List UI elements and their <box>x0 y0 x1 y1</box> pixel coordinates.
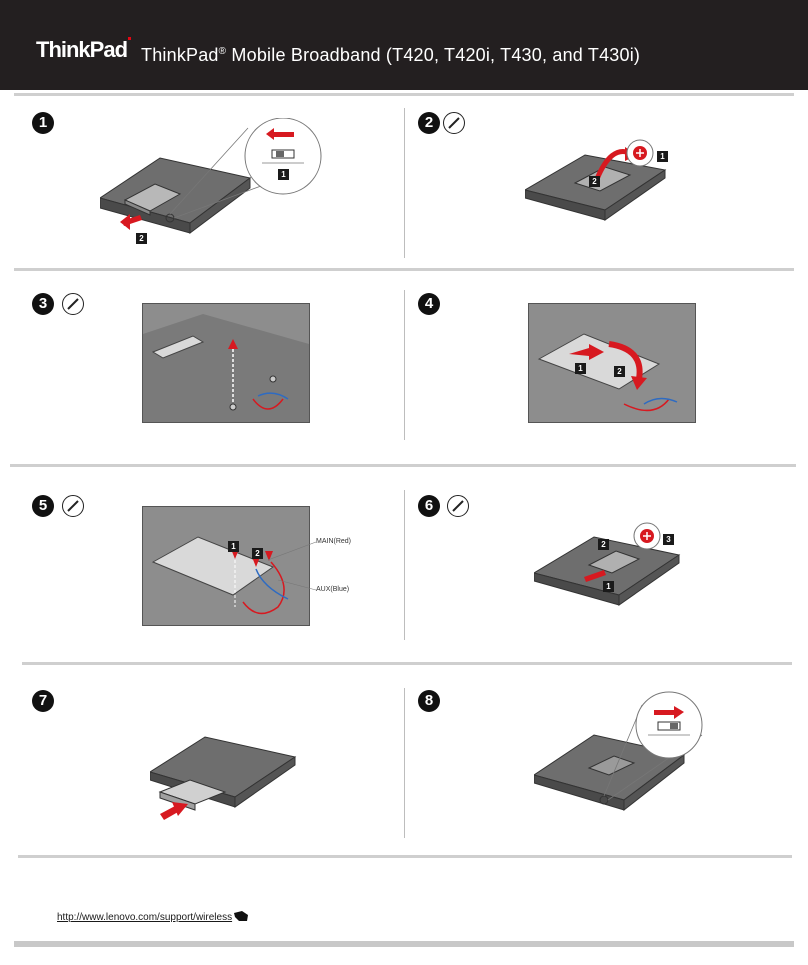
divider <box>14 93 794 96</box>
screwdriver-icon <box>62 293 84 315</box>
column-divider <box>404 490 405 640</box>
battery-insert-illustration <box>150 736 297 820</box>
support-url-link[interactable]: http://www.lenovo.com/support/wireless <box>57 912 233 923</box>
step-number-1: 1 <box>32 112 54 134</box>
callout-tag: 1 <box>228 541 239 552</box>
callout-tag: 2 <box>598 539 609 550</box>
callout-tag: 2 <box>136 233 147 244</box>
step-number-2: 2 <box>418 112 440 134</box>
callout-tag: 2 <box>589 176 600 187</box>
aux-antenna-label: AUX(Blue) <box>316 586 350 593</box>
column-divider <box>404 688 405 838</box>
screwdriver-icon <box>62 495 84 517</box>
card-remove-illustration <box>528 303 696 423</box>
leader-lines <box>268 541 317 591</box>
laptop-cover-illustration <box>525 139 667 221</box>
laptop-battery-illustration <box>100 118 322 234</box>
callout-tag: 1 <box>603 581 614 592</box>
step-number-6: 6 <box>418 495 440 517</box>
step-number-5: 5 <box>32 495 54 517</box>
callout-tag: 1 <box>657 151 668 162</box>
step-number-7: 7 <box>32 690 54 712</box>
card-slot-illustration <box>142 303 310 423</box>
thinkpad-logo: ThinkPad <box>36 37 132 63</box>
divider <box>10 464 796 467</box>
screwdriver-icon <box>447 495 469 517</box>
callout-tag: 2 <box>614 366 625 377</box>
laptop-cover-close-illustration <box>534 522 681 606</box>
main-antenna-label: MAIN(Red) <box>316 538 352 545</box>
callout-tag: 1 <box>278 169 289 180</box>
step-number-8: 8 <box>418 690 440 712</box>
callout-tag: 3 <box>663 534 674 545</box>
footer-bar <box>14 941 794 947</box>
callout-tag: 1 <box>575 363 586 374</box>
step-number-3: 3 <box>32 293 54 315</box>
callout-tag: 2 <box>252 548 263 559</box>
page-header: ThinkPad ThinkPad® Mobile Broadband (T42… <box>0 0 808 90</box>
column-divider <box>404 108 405 258</box>
divider <box>22 662 792 665</box>
column-divider <box>404 290 405 440</box>
divider <box>18 855 792 858</box>
battery-lock-illustration <box>534 691 703 812</box>
hand-pointer-icon <box>234 911 248 921</box>
card-install-illustration <box>142 506 310 626</box>
page-title: ThinkPad® Mobile Broadband (T420, T420i,… <box>141 45 641 65</box>
screwdriver-icon <box>443 112 465 134</box>
step-number-4: 4 <box>418 293 440 315</box>
divider <box>14 268 794 271</box>
